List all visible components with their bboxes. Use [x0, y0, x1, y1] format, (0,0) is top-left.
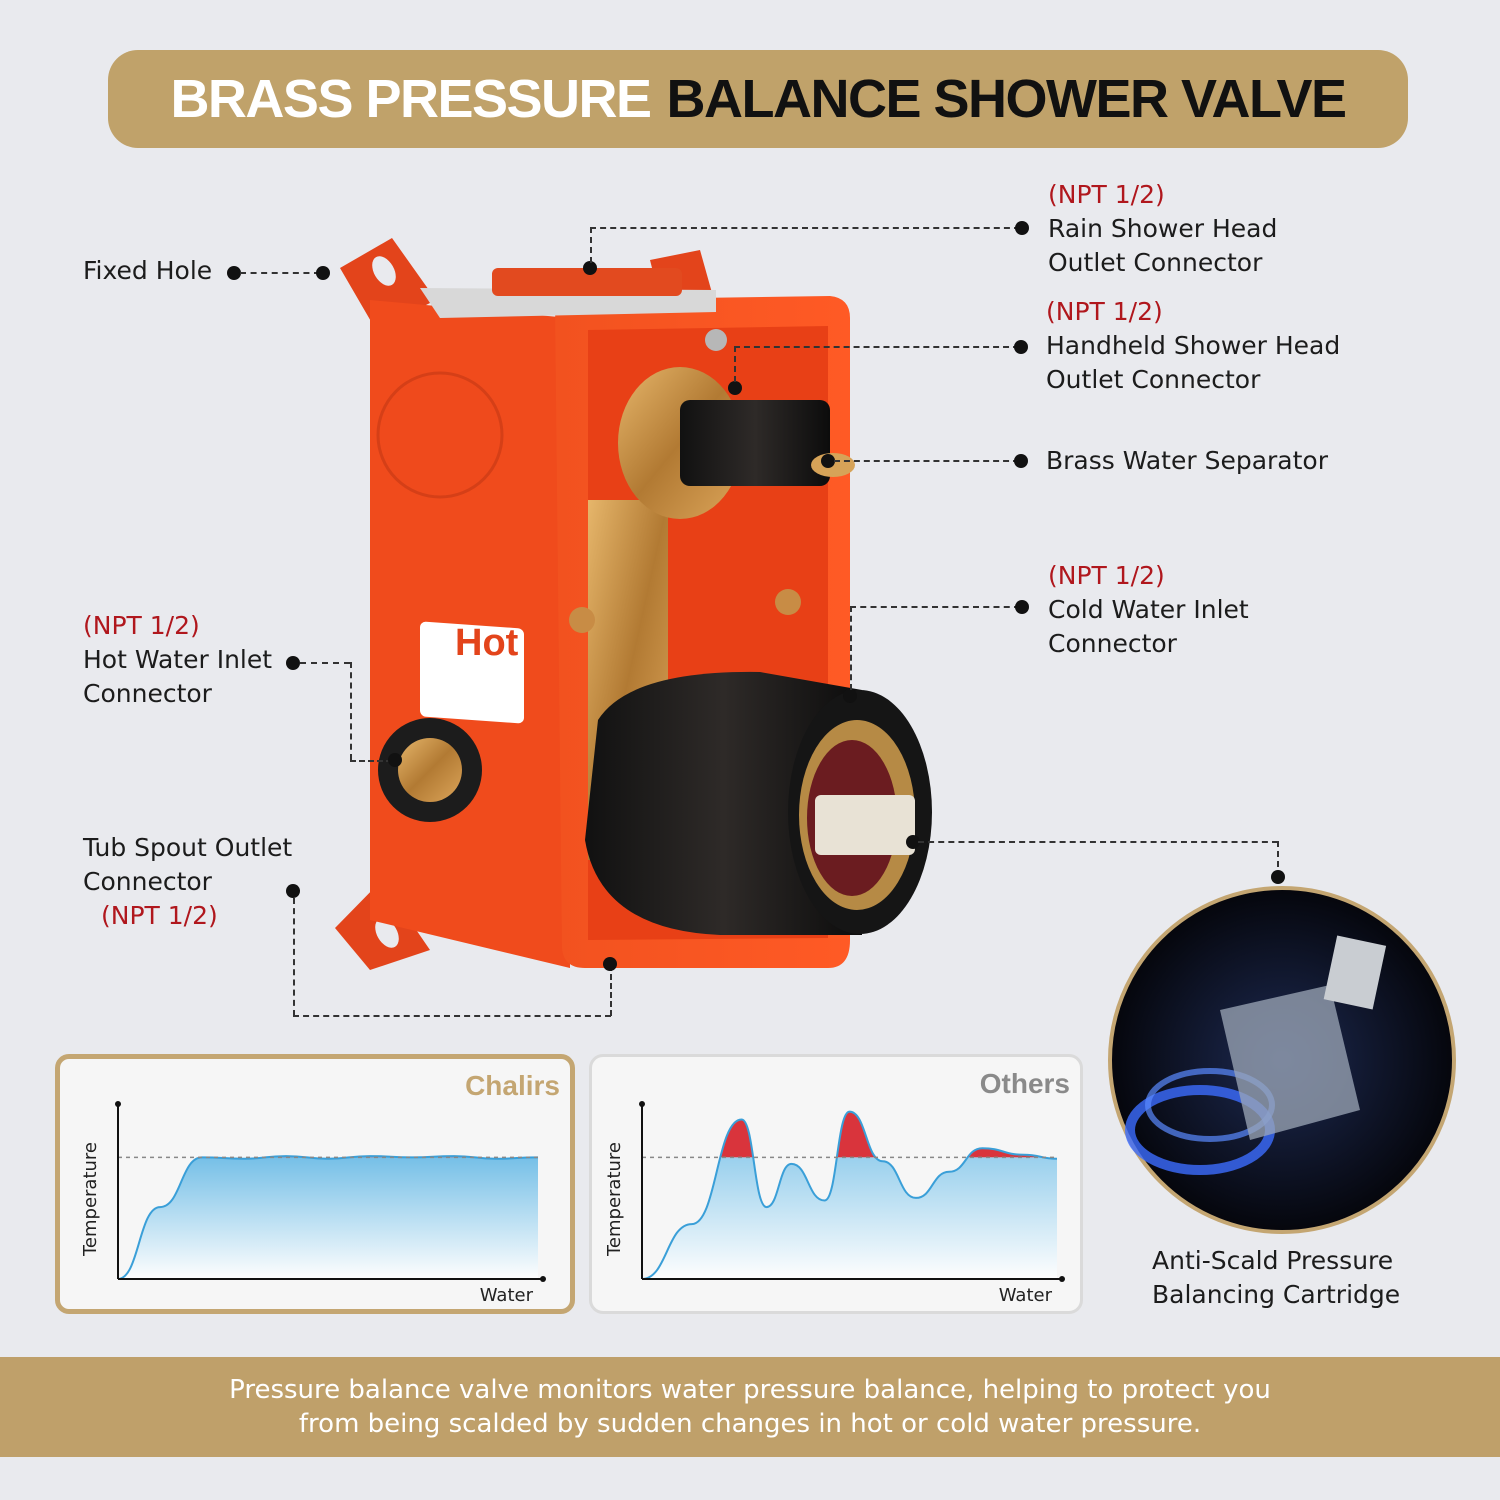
- cold-line2: Connector: [1048, 629, 1177, 658]
- water-area: [642, 1157, 1057, 1279]
- rain-line1: Rain Shower Head: [1048, 214, 1278, 243]
- fixed-hole-dot: [227, 266, 241, 280]
- y-axis-end: [115, 1101, 121, 1107]
- mounting-ear-top-left: [340, 238, 436, 330]
- cartridge-line1: Anti-Scald Pressure: [1152, 1246, 1394, 1275]
- handheld-target-dot: [728, 381, 742, 395]
- title-part-1: BRASS PRESSURE: [170, 69, 652, 129]
- cold-leader-v: [850, 606, 852, 690]
- separator-leader: [834, 460, 1019, 462]
- rain-target-dot: [583, 261, 597, 275]
- fixed-hole-target-dot: [316, 266, 330, 280]
- cartridge-dot: [1271, 870, 1285, 884]
- tub-dot: [286, 884, 300, 898]
- fixed-hole-leader: [240, 272, 320, 274]
- series-line: [117, 1155, 539, 1280]
- water-area: [118, 1157, 538, 1279]
- separator-label: Brass Water Separator: [1046, 446, 1329, 475]
- handheld-leader-v: [734, 346, 736, 382]
- tub-leader-v2: [610, 965, 612, 1016]
- hot-label: (NPT 1/2) Hot Water Inlet Connector: [83, 609, 272, 711]
- fixed-hole-label: Fixed Hole: [83, 256, 213, 285]
- x-axis-label: Water: [999, 1285, 1053, 1306]
- handheld-npt: (NPT 1/2): [1046, 297, 1163, 326]
- separator-dot: [1014, 454, 1028, 468]
- hot-npt: (NPT 1/2): [83, 611, 200, 640]
- y-axis-label: Temperature: [604, 1142, 625, 1257]
- handheld-dot: [1014, 340, 1028, 354]
- handheld-line2: Outlet Connector: [1046, 365, 1261, 394]
- separator-target-dot: [821, 454, 835, 468]
- x-axis-end: [1059, 1276, 1065, 1282]
- cold-line1: Cold Water Inlet: [1048, 595, 1249, 624]
- cold-target-dot: [843, 689, 857, 703]
- rain-leader-h: [590, 227, 1020, 229]
- hot-leader-h2: [350, 760, 392, 762]
- footer-line-2: from being scalded by sudden changes in …: [298, 1409, 1202, 1439]
- hot-line2: Connector: [83, 679, 212, 708]
- cold-dot: [1015, 600, 1029, 614]
- footer-line-1: Pressure balance valve monitors water pr…: [229, 1375, 1271, 1405]
- hot-target-dot: [388, 753, 402, 767]
- tub-npt: (NPT 1/2): [101, 901, 218, 930]
- tub-line2: Connector: [83, 867, 212, 896]
- cold-leader-h: [850, 606, 1020, 608]
- cartridge-source-dot: [906, 835, 920, 849]
- hot-leader-v: [350, 662, 352, 760]
- title-banner: BRASS PRESSURE BALANCE SHOWER VALVE: [108, 50, 1408, 148]
- hot-leader-h: [300, 662, 350, 664]
- handheld-label: (NPT 1/2) Handheld Shower Head Outlet Co…: [1046, 295, 1340, 397]
- y-axis-label: Temperature: [80, 1142, 101, 1257]
- rain-line2: Outlet Connector: [1048, 248, 1263, 277]
- rain-leader-v: [590, 227, 592, 263]
- tub-target-dot: [603, 957, 617, 971]
- rain-label: (NPT 1/2) Rain Shower Head Outlet Connec…: [1048, 178, 1277, 280]
- tub-leader-h: [293, 1015, 611, 1017]
- chart-title: Chalirs: [465, 1070, 560, 1101]
- cartridge-line2: Balancing Cartridge: [1152, 1280, 1401, 1309]
- tub-label: Tub Spout Outlet Connector (NPT 1/2): [83, 831, 292, 933]
- chart-title: Others: [980, 1068, 1070, 1099]
- cartridge-leader-v: [1277, 841, 1279, 877]
- x-axis-end: [540, 1276, 546, 1282]
- cartridge-caption: Anti-Scald Pressure Balancing Cartridge: [1152, 1244, 1400, 1312]
- hot-line1: Hot Water Inlet: [83, 645, 273, 674]
- hot-tag: Hot: [455, 622, 519, 664]
- cartridge-leader-h: [918, 841, 1278, 843]
- rain-npt: (NPT 1/2): [1048, 180, 1165, 209]
- handheld-leader-h: [734, 346, 1019, 348]
- rain-dot: [1015, 221, 1029, 235]
- footer-banner: Pressure balance valve monitors water pr…: [0, 1357, 1500, 1457]
- cold-npt: (NPT 1/2): [1048, 561, 1165, 590]
- y-axis-end: [639, 1101, 645, 1107]
- tub-leader-v: [293, 898, 295, 1016]
- tub-line1: Tub Spout Outlet: [83, 833, 293, 862]
- hot-dot: [286, 656, 300, 670]
- handheld-line1: Handheld Shower Head: [1046, 331, 1341, 360]
- x-axis-label: Water: [480, 1285, 534, 1306]
- cold-label: (NPT 1/2) Cold Water Inlet Connector: [1048, 559, 1249, 661]
- title-part-2: BALANCE SHOWER VALVE: [666, 69, 1348, 129]
- series-line: [641, 1110, 1058, 1280]
